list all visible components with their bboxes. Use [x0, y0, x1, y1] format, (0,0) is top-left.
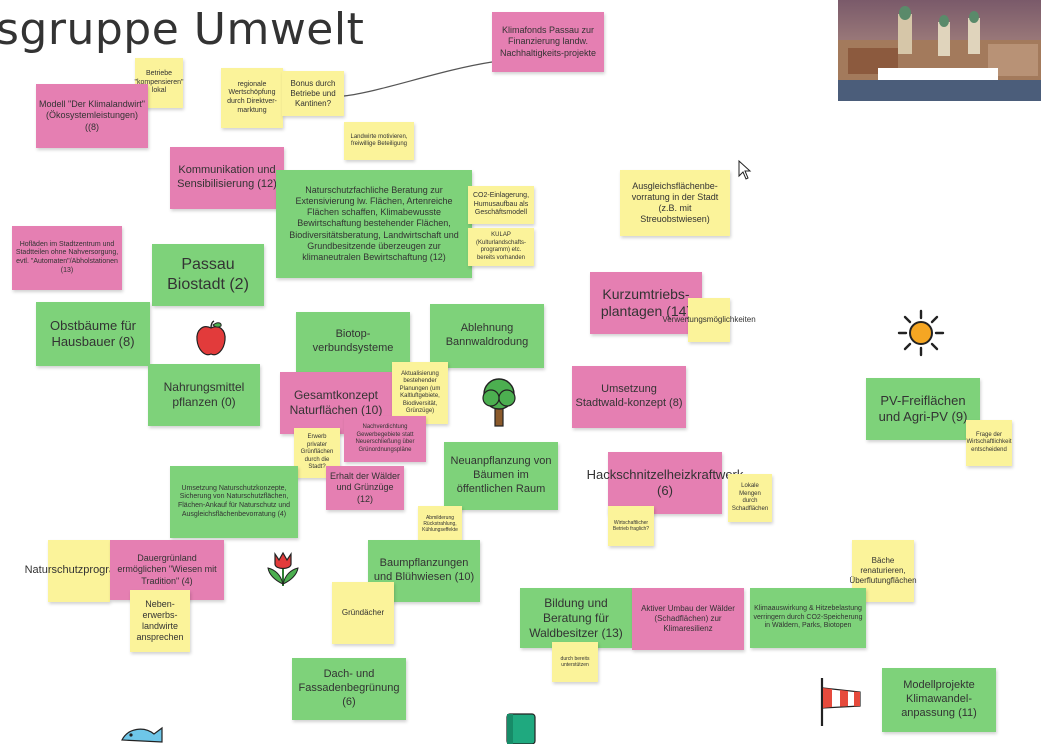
note-lokale-mengen[interactable]: Lokale Mengen durch Schadflächen — [728, 474, 772, 522]
note-gruendaecher[interactable]: Gründächer — [332, 582, 394, 644]
note-umsetzung-naturschutzkonzepte[interactable]: Umsetzung Naturschutzkonzepte, Sicherung… — [170, 466, 298, 538]
note-hackschnitzelheizkraftwerk[interactable]: Hackschnitzelheizkraftwerk (6) — [587, 452, 743, 514]
note-gesamtkonzept-naturflaechen[interactable]: Gesamtkonzept Naturflächen (10) — [280, 372, 392, 434]
note-wirtschaftlichkeit[interactable]: Frage der Wirtschaftlichkeit entscheiden… — [966, 420, 1012, 466]
note-durch-bereits[interactable]: durch bereits unterstützen — [552, 642, 598, 682]
note-modell-klimalandwirt[interactable]: Modell "Der Klimalandwirt" (Ökosystemlei… — [36, 84, 148, 148]
note-neuanpflanzung-baeume[interactable]: Neuanpflanzung von Bäumen im öffentliche… — [444, 442, 558, 510]
note-wirtschaftlicher-betrieb[interactable]: Wirtschaftlicher Betrieb fraglich? — [608, 506, 654, 546]
sun-icon — [897, 309, 945, 357]
note-hoflaeden[interactable]: Hofläden im Stadtzentrum und Stadtteilen… — [12, 226, 122, 290]
note-bonus-kantinen[interactable]: Bonus durch Betriebe und Kantinen? — [282, 71, 344, 116]
note-kommunikation[interactable]: Kommunikation und Sensibilisierung (12) — [170, 147, 284, 209]
note-ausgleichsflaechen[interactable]: Ausgleichsflächenbe-vorratung in der Sta… — [620, 170, 730, 236]
note-passau-biostadt[interactable]: Passau Biostadt (2) — [152, 244, 264, 306]
note-klimaauswirkung[interactable]: Klimaauswirkung & Hitzebelastung verring… — [750, 588, 866, 648]
tree-icon — [482, 378, 516, 427]
note-co2-einlagerung[interactable]: CO2-Einlagerung, Humusaufbau als Geschäf… — [468, 186, 534, 224]
passau-photo — [838, 0, 1041, 101]
tulip-icon — [267, 551, 299, 586]
note-obstbaeume[interactable]: Obstbäume für Hausbauer (8) — [36, 302, 150, 366]
board-title: sgruppe Umwelt — [0, 4, 365, 55]
note-bildung-beratung[interactable]: Bildung und Beratung für Waldbesitzer (1… — [520, 588, 632, 648]
note-naturschutzprogramm[interactable]: Naturschutzprogramm — [25, 540, 133, 602]
note-nachverdichtung[interactable]: Nachverdichtung Gewerbegebiete statt Neu… — [344, 416, 426, 462]
note-ablehnung-bannwald[interactable]: Ablehnung Bannwaldrodung — [430, 304, 544, 368]
note-erwerb-gruenflaechen[interactable]: Erwerb privater Grünflächen durch die St… — [294, 428, 340, 478]
note-nahrungsmittelpflanzen[interactable]: Nahrungsmittel pflanzen (0) — [148, 364, 260, 426]
note-abmilderung-rueckstrahlung[interactable]: Abmilderung Rückstrahlung, Kühlungseffek… — [418, 506, 462, 542]
note-dach-fassadenbegruenung[interactable]: Dach- und Fassadenbegrünung (6) — [292, 658, 406, 720]
fish-icon — [121, 726, 163, 743]
note-landwirte-motivieren[interactable]: Landwirte motivieren, freiwillige Beteil… — [344, 122, 414, 160]
note-klimafonds[interactable]: Klimafonds Passau zur Finanzierung landw… — [492, 12, 604, 72]
cursor-icon — [738, 159, 752, 180]
windsock-icon — [820, 678, 861, 726]
note-pv-freiflaechen[interactable]: PV-Freiflächen und Agri-PV (9) — [866, 378, 980, 440]
note-regionale-wertschoepfung[interactable]: regionale Wertschöpfung durch Direktver-… — [221, 68, 283, 128]
note-aktualisierung-planungen[interactable]: Aktualisierung bestehender Planungen (um… — [392, 362, 448, 424]
note-verwertungsmoeglichkeiten[interactable]: Verwertungsmöglichkeiten — [662, 298, 756, 342]
note-kulap[interactable]: KULAP (Kulturlandschafts-programm) etc. … — [468, 228, 534, 266]
notebook-icon — [506, 713, 536, 744]
note-modellprojekte[interactable]: Modellprojekte Klimawandel-anpassung (11… — [882, 668, 996, 732]
note-kurzumtriebsplantagen[interactable]: Kurzumtriebs-plantagen (14) — [590, 272, 702, 334]
note-erhalt-waelder[interactable]: Erhalt der Wälder und Grünzüge (12) — [326, 466, 404, 510]
note-aktiver-umbau[interactable]: Aktiver Umbau der Wälder (Schadflächen) … — [632, 588, 744, 650]
note-nebenerwerbslandwirte[interactable]: Neben-erwerbs-landwirte ansprechen — [130, 590, 190, 652]
note-naturschutzfachliche-beratung[interactable]: Naturschutzfachliche Beratung zur Extens… — [276, 170, 472, 278]
note-stadtwaldkonzept[interactable]: Umsetzung Stadtwald-konzept (8) — [572, 366, 686, 428]
note-biotopverbund[interactable]: Biotop-verbundsysteme — [296, 312, 410, 372]
apple-icon — [196, 320, 226, 356]
